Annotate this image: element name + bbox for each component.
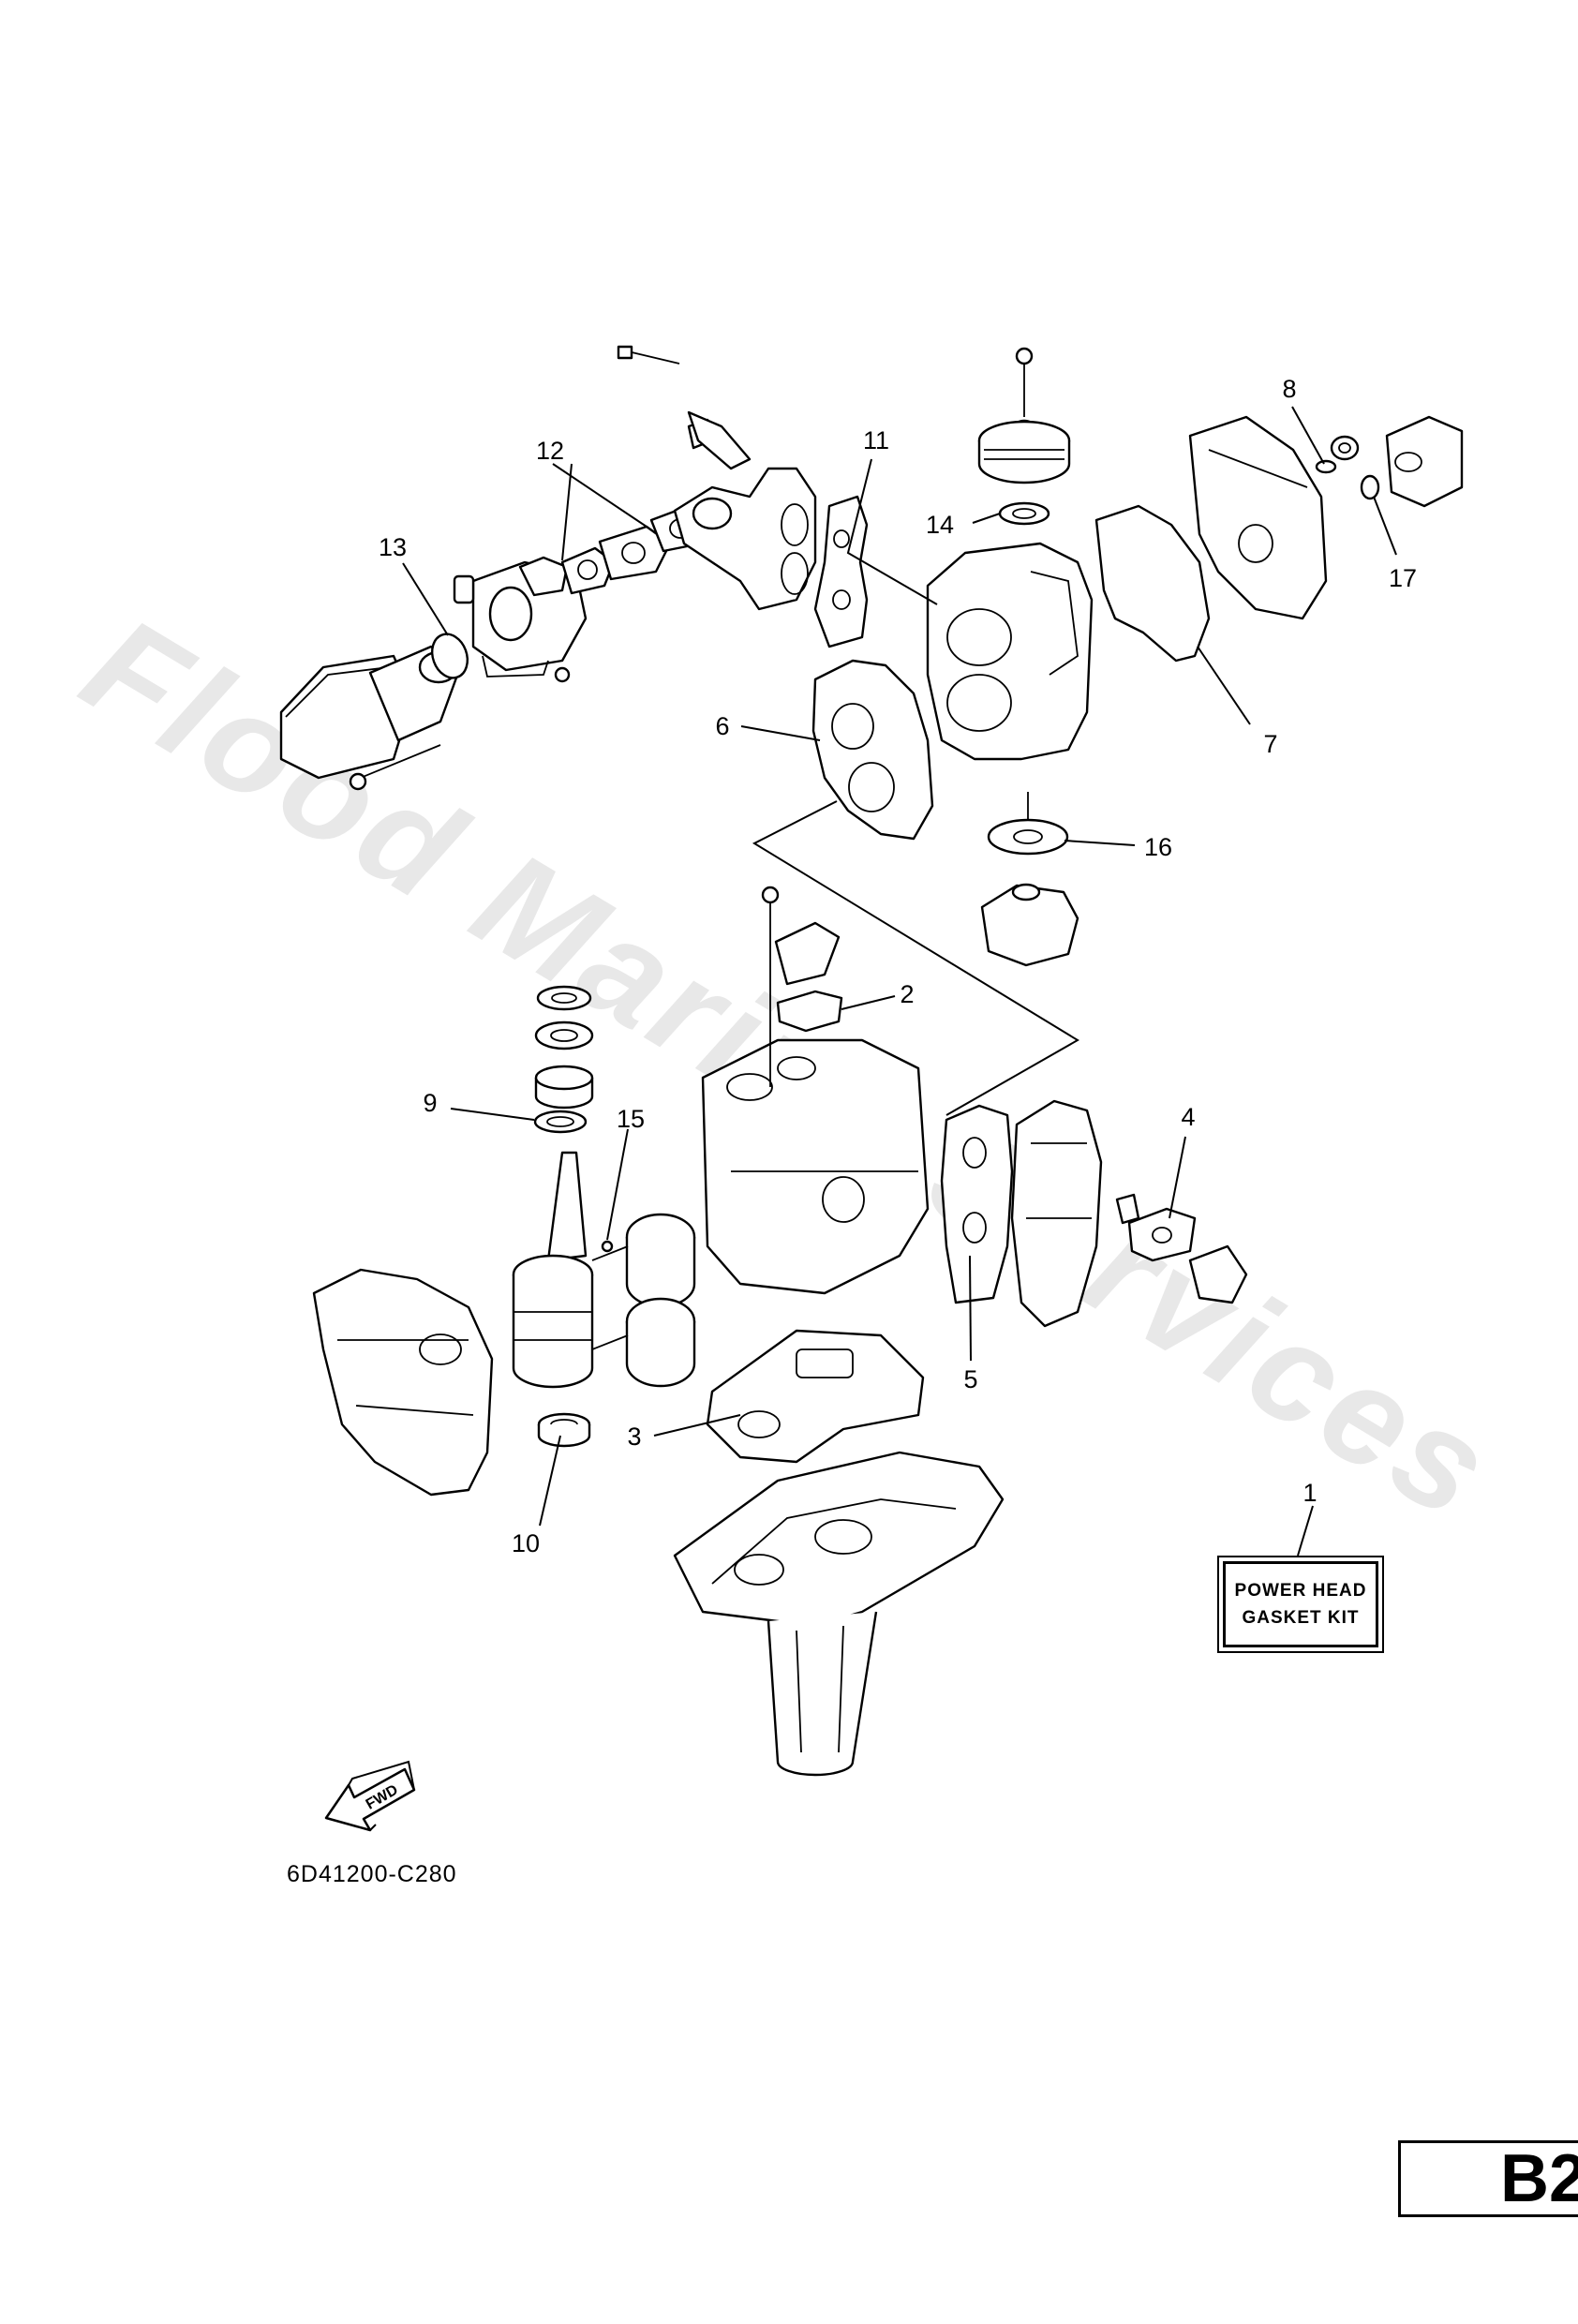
callout-16: 16 [1144, 833, 1172, 861]
crankcase [312, 1268, 494, 1497]
oil-seal-14 [998, 501, 1050, 526]
thermostat-gasket-4 [1115, 1193, 1248, 1304]
assembly-guide-lines [752, 800, 1079, 1116]
callout-2: 2 [900, 980, 914, 1008]
carburetor [453, 556, 588, 683]
crankshaft [512, 1151, 614, 1389]
callout-1: 1 [1303, 1479, 1317, 1507]
callout-6: 6 [715, 712, 729, 740]
exhaust-gasket-11 [813, 495, 869, 648]
head-cover-gasket-7 [1094, 504, 1211, 663]
callout-8: 8 [1282, 375, 1296, 403]
callout-4: 4 [1181, 1103, 1195, 1131]
exhaust-inner-gasket-5 [940, 1104, 1014, 1304]
oil-seal-10 [537, 1412, 591, 1448]
callout-7: 7 [1263, 730, 1277, 758]
exhaust-guide [673, 1451, 1005, 1777]
callout-11: 11 [863, 426, 889, 454]
page-tab-label: B2 [1499, 2141, 1578, 2216]
head-gasket-6 [811, 659, 934, 841]
cylinder-head-cover [1188, 415, 1328, 620]
intake-silencer [279, 645, 461, 791]
intake-manifold [617, 345, 817, 611]
callout-labels: 1 2 3 4 5 6 7 8 9 10 11 12 13 14 15 16 1… [379, 375, 1417, 1557]
oil-seal-9 [533, 1110, 588, 1134]
callout-5: 5 [963, 1365, 977, 1393]
drive-pulley [977, 347, 1071, 484]
oil-pump [980, 883, 1079, 967]
page-tab: B2 [1398, 2140, 1578, 2217]
leader-lines [402, 406, 1397, 1557]
figure-code: 6D41200-C280 [287, 1861, 457, 1887]
callout-13: 13 [379, 533, 407, 561]
kit-label-line2: GASKET KIT [1242, 1608, 1360, 1628]
power-head-gasket-kit-label: POWER HEAD GASKET KIT [1217, 1556, 1384, 1653]
callout-3: 3 [627, 1423, 641, 1451]
gasket-2 [776, 990, 843, 1033]
exhaust-cover [1010, 1099, 1103, 1328]
gasket-16 [987, 792, 1069, 856]
callout-17: 17 [1389, 564, 1417, 592]
callout-9: 9 [423, 1089, 437, 1117]
cylinder-head [926, 542, 1094, 761]
bearing-stack [534, 985, 594, 1110]
o-ring-13 [430, 633, 469, 679]
thermostat-cover [1315, 415, 1464, 508]
callout-10: 10 [512, 1529, 540, 1557]
fwd-arrow-icon: FWD [324, 1760, 416, 1832]
pistons [591, 1213, 696, 1388]
callout-14: 14 [926, 511, 954, 539]
callout-15: 15 [617, 1105, 645, 1133]
cylinder-block [701, 886, 930, 1295]
callout-12: 12 [536, 437, 564, 465]
exhaust-guide-gasket-3 [706, 1329, 925, 1464]
kit-label-line1: POWER HEAD [1234, 1580, 1367, 1601]
